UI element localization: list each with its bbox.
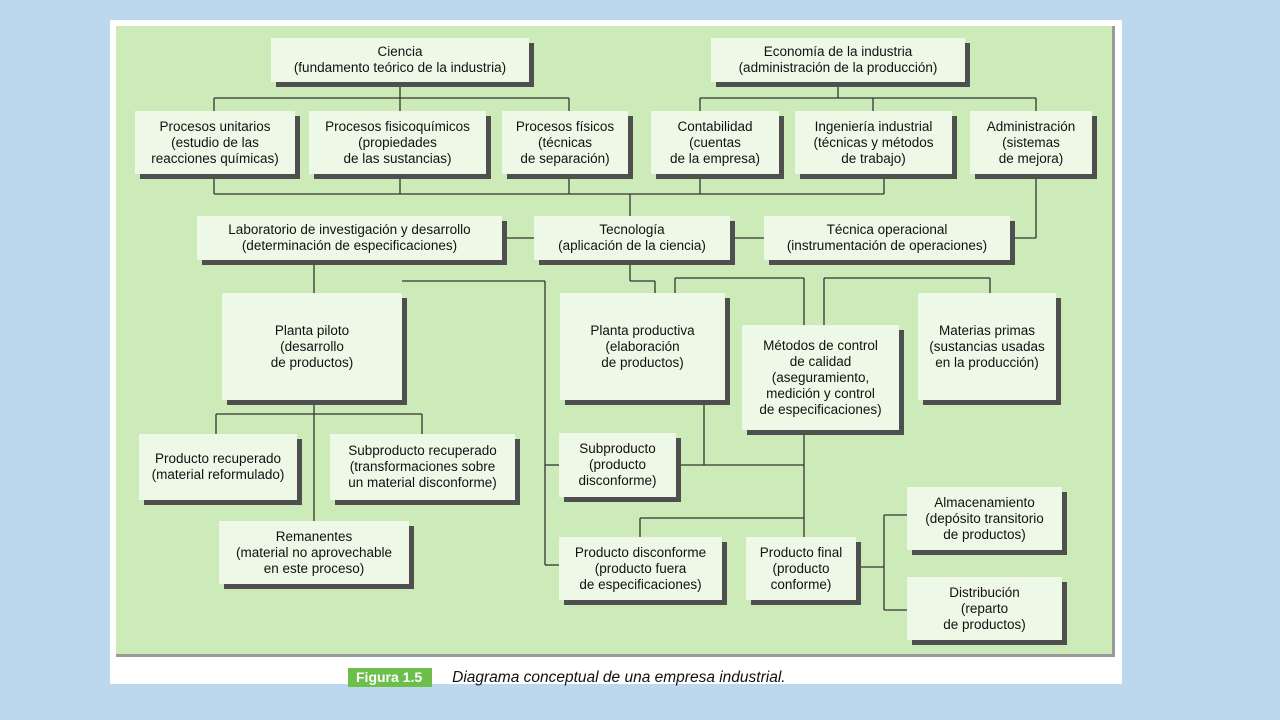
node-label: Economía de la industria (administración… xyxy=(738,44,938,75)
node-label: Procesos fisicoquímicos (propiedades de … xyxy=(325,118,470,166)
node-label: Procesos físicos (técnicas de separación… xyxy=(515,118,615,166)
node-label: Producto disconforme (producto fuera de … xyxy=(574,544,707,592)
node-planta-productiva: Planta productiva (elaboración de produc… xyxy=(560,293,725,400)
node-label: Técnica operacional (instrumentación de … xyxy=(786,222,988,253)
figure-number-badge: Figura 1.5 xyxy=(348,668,433,687)
node-procesos-fisicos: Procesos físicos (técnicas de separación… xyxy=(502,111,628,174)
node-label: Métodos de control de calidad (asegurami… xyxy=(759,337,882,417)
node-label: Laboratorio de investigación y desarroll… xyxy=(228,222,471,253)
node-procesos-unitarios: Procesos unitarios (estudio de las reacc… xyxy=(135,111,295,174)
node-producto-recuperado: Producto recuperado (material reformulad… xyxy=(139,434,297,500)
node-contabilidad: Contabilidad (cuentas de la empresa) xyxy=(651,111,779,174)
node-laboratorio: Laboratorio de investigación y desarroll… xyxy=(197,216,502,260)
node-label: Ingeniería industrial (técnicas y método… xyxy=(813,118,934,166)
node-distribucion: Distribución (reparto de productos) xyxy=(907,577,1062,640)
node-tecnica-operacional: Técnica operacional (instrumentación de … xyxy=(764,216,1010,260)
node-metodos-control: Métodos de control de calidad (asegurami… xyxy=(742,325,899,430)
node-label: Materias primas (sustancias usadas en la… xyxy=(929,322,1045,370)
node-materias-primas: Materias primas (sustancias usadas en la… xyxy=(918,293,1056,400)
node-label: Producto recuperado (material reformulad… xyxy=(151,451,285,482)
node-label: Remanentes (material no aprovechable en … xyxy=(235,528,393,576)
node-producto-final: Producto final (producto conforme) xyxy=(746,537,856,600)
node-label: Planta productiva (elaboración de produc… xyxy=(590,322,695,370)
node-planta-piloto: Planta piloto (desarrollo de productos) xyxy=(222,293,402,400)
node-label: Administración (sistemas de mejora) xyxy=(986,118,1076,166)
node-label: Contabilidad (cuentas de la empresa) xyxy=(669,118,761,166)
node-almacenamiento: Almacenamiento (depósito transitorio de … xyxy=(907,487,1062,550)
node-ingenieria-industrial: Ingeniería industrial (técnicas y método… xyxy=(795,111,952,174)
node-label: Tecnología (aplicación de la ciencia) xyxy=(558,222,706,253)
node-administracion: Administración (sistemas de mejora) xyxy=(970,111,1092,174)
node-label: Producto final (producto conforme) xyxy=(759,544,843,592)
node-label: Planta piloto (desarrollo de productos) xyxy=(270,322,354,370)
node-ciencia: Ciencia (fundamento teórico de la indust… xyxy=(271,38,529,82)
node-economia: Economía de la industria (administración… xyxy=(711,38,965,82)
node-label: Subproducto (producto disconforme) xyxy=(578,441,657,488)
node-remanentes: Remanentes (material no aprovechable en … xyxy=(219,521,409,584)
node-tecnologia: Tecnología (aplicación de la ciencia) xyxy=(534,216,730,260)
figure-caption: Figura 1.5 Diagrama conceptual de una em… xyxy=(348,668,786,687)
node-producto-disconforme: Producto disconforme (producto fuera de … xyxy=(559,537,722,600)
node-label: Subproducto recuperado (transformaciones… xyxy=(348,443,497,490)
figure-title: Diagrama conceptual de una empresa indus… xyxy=(452,668,786,686)
node-label: Procesos unitarios (estudio de las reacc… xyxy=(151,118,279,166)
node-label: Almacenamiento (depósito transitorio de … xyxy=(925,494,1044,542)
node-subproducto: Subproducto (producto disconforme) xyxy=(559,433,676,497)
node-label: Ciencia (fundamento teórico de la indust… xyxy=(293,44,507,75)
node-procesos-fisicoquimicos: Procesos fisicoquímicos (propiedades de … xyxy=(309,111,486,174)
node-subproducto-recuperado: Subproducto recuperado (transformaciones… xyxy=(330,434,515,500)
node-label: Distribución (reparto de productos) xyxy=(943,584,1026,632)
